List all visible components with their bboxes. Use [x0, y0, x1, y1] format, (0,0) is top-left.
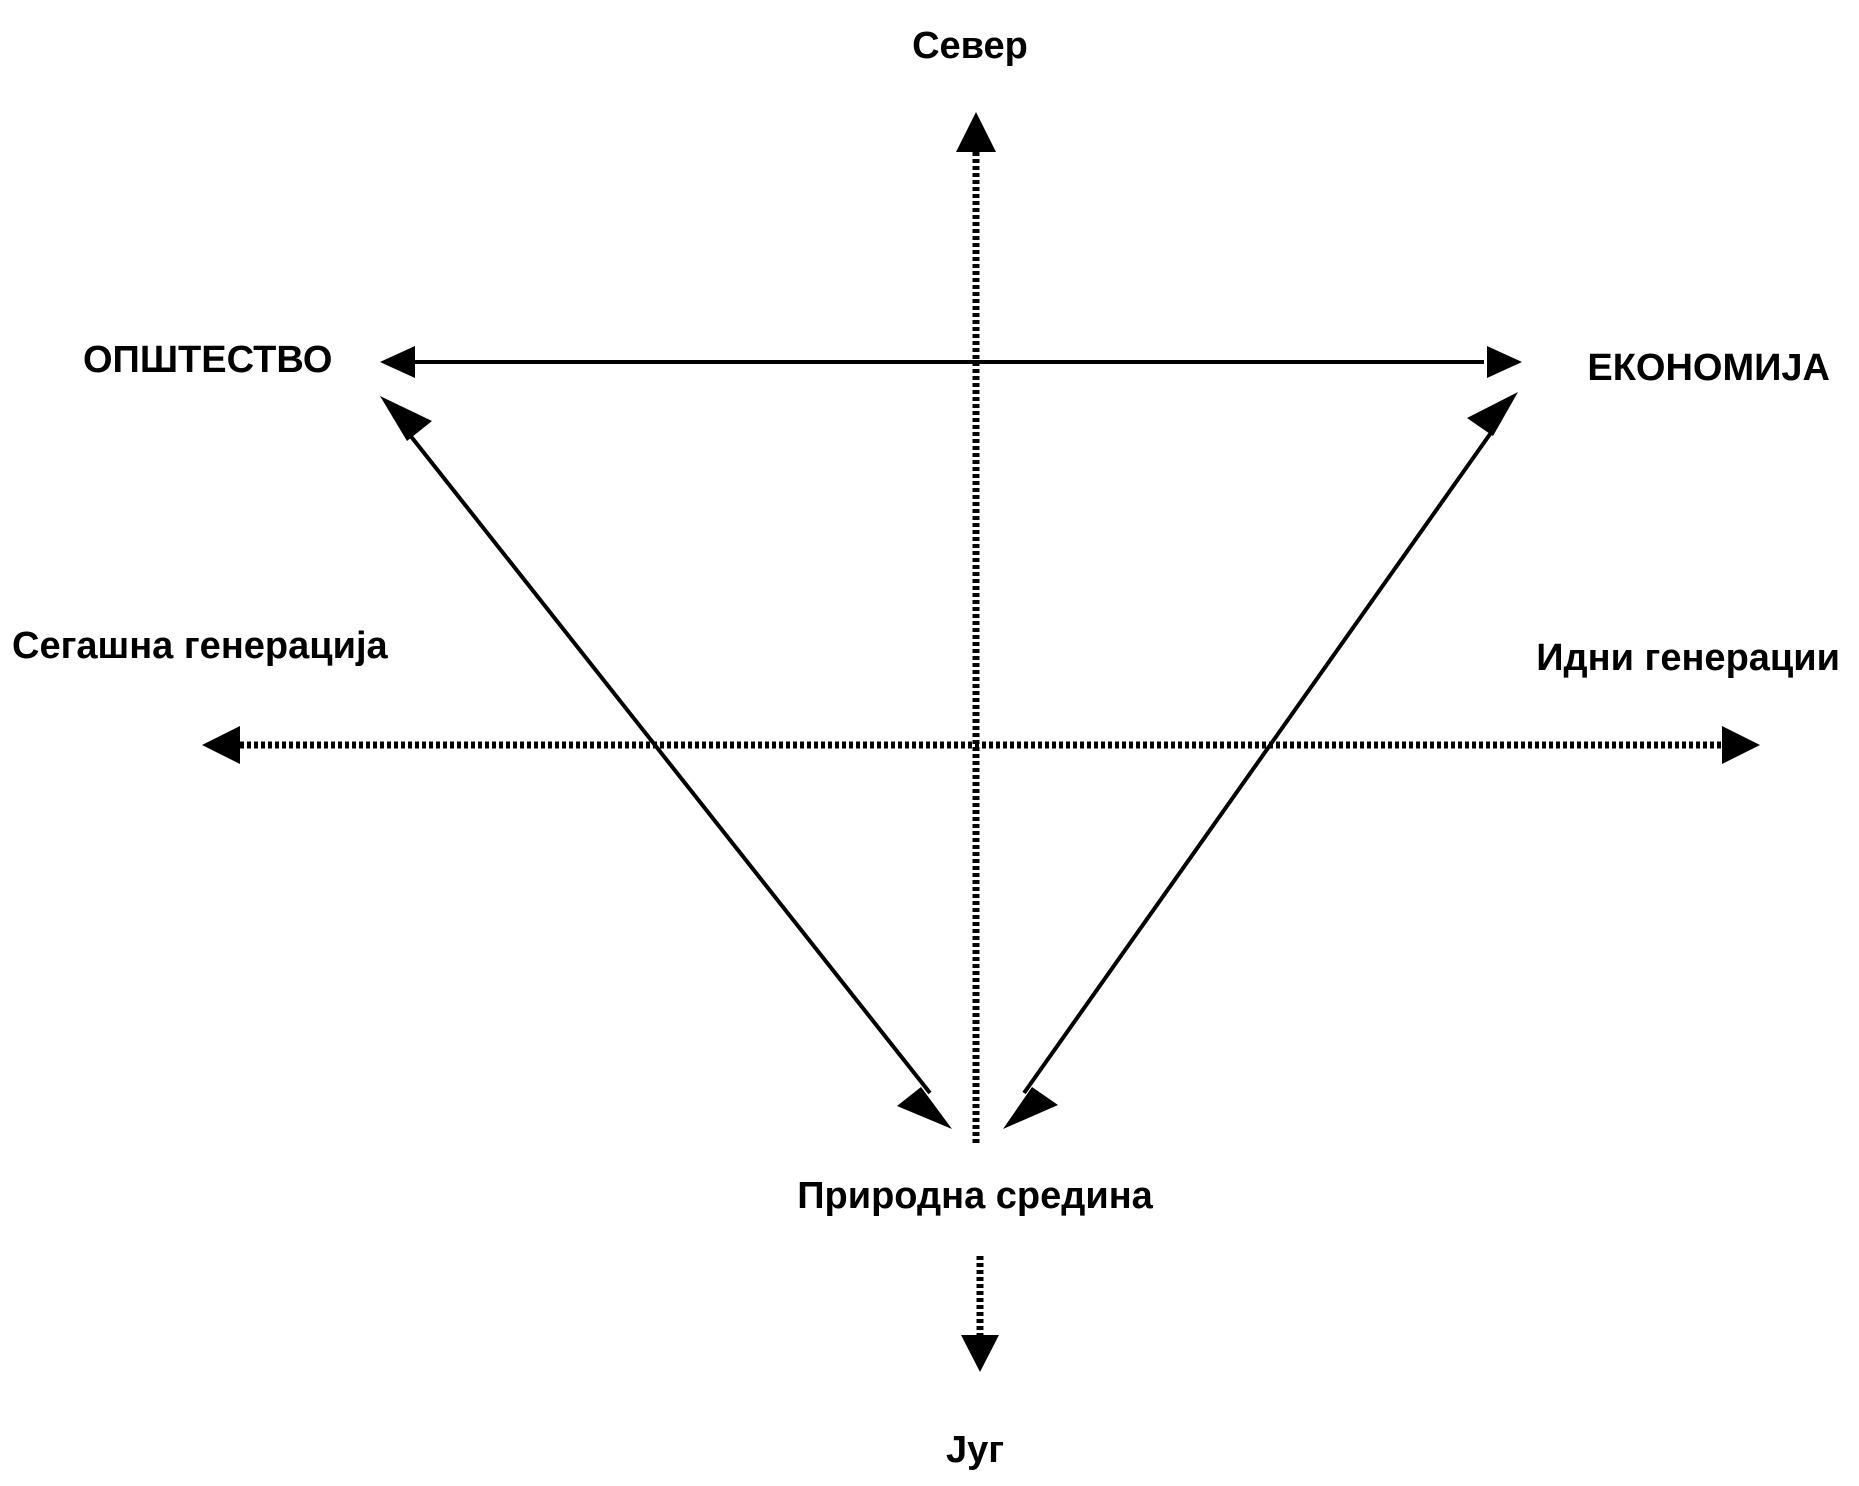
economy-environment-arrow: [1022, 418, 1502, 1095]
environment-arrowhead-left: [897, 1087, 952, 1129]
environment-arrowhead-right: [1003, 1087, 1058, 1129]
south-arrowhead: [961, 1335, 999, 1372]
north-arrowhead: [956, 112, 996, 152]
economy-label: ЕКОНОМИЈА: [1587, 347, 1830, 389]
society-label: ОПШТЕСТВО: [83, 339, 332, 381]
society-arrowhead-top: [380, 346, 415, 378]
future-generations-arrowhead: [1722, 726, 1760, 764]
society-environment-arrow: [396, 418, 932, 1095]
south-label: Југ: [946, 1429, 1004, 1471]
economy-arrowhead-top: [1487, 346, 1522, 378]
society-arrowhead-diagonal: [380, 396, 432, 441]
present-generation-arrowhead: [202, 726, 240, 764]
economy-arrowhead-diagonal: [1467, 392, 1518, 436]
future-generations-label: Идни генерации: [1536, 637, 1840, 679]
present-generation-label: Сегашна генерација: [12, 625, 389, 667]
north-label: Север: [912, 25, 1028, 67]
environment-label: Природна средина: [797, 1175, 1153, 1217]
